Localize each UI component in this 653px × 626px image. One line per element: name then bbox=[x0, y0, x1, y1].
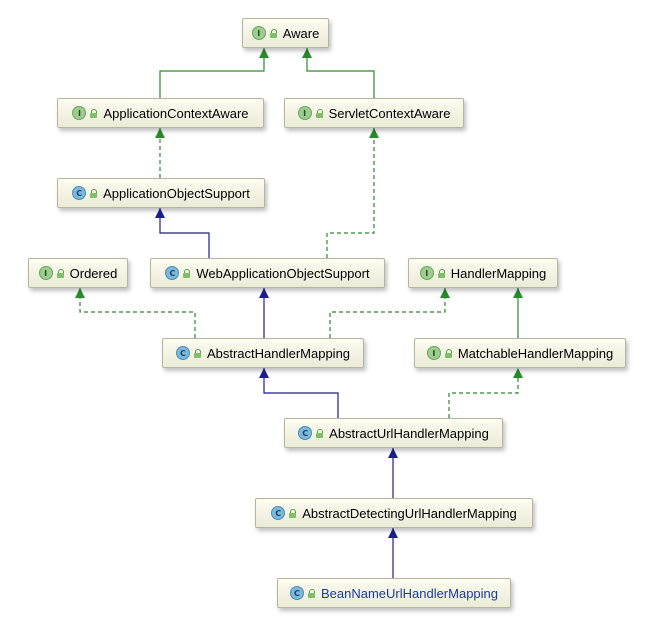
interface-icon: I bbox=[38, 266, 53, 280]
abstract-class-icon: C bbox=[175, 346, 190, 360]
edge-line bbox=[79, 288, 196, 338]
interface-icon: I bbox=[297, 106, 312, 120]
lock-icon bbox=[437, 268, 446, 278]
arrowhead bbox=[75, 288, 85, 298]
edge-line bbox=[159, 208, 210, 258]
lock-icon bbox=[444, 348, 453, 358]
node-label: Ordered bbox=[69, 265, 118, 281]
node-label: AbstractUrlHandlerMapping bbox=[329, 425, 489, 441]
node-label: ApplicationObjectSupport bbox=[103, 185, 250, 201]
node-application-context-aware[interactable]: I ApplicationContextAware bbox=[57, 98, 264, 128]
arrowhead bbox=[302, 48, 312, 58]
lock-icon bbox=[90, 108, 98, 118]
edge-interface-extends bbox=[302, 48, 375, 98]
interface-icon: I bbox=[251, 26, 266, 40]
edge-implements bbox=[326, 128, 379, 258]
arrowhead bbox=[388, 448, 398, 458]
arrowhead bbox=[155, 208, 165, 218]
arrowhead bbox=[259, 288, 269, 298]
edge-interface-extends bbox=[513, 288, 523, 338]
edge-implements bbox=[448, 368, 523, 418]
edge-extends bbox=[259, 368, 339, 418]
edge-extends bbox=[388, 528, 398, 578]
node-matchable-handler-mapping[interactable]: I MatchableHandlerMapping bbox=[414, 338, 626, 368]
node-abstract-detecting-url-handler-mapping[interactable]: C AbstractDetectingUrlHandlerMapping bbox=[255, 498, 533, 528]
node-label: ServletContextAware bbox=[328, 105, 451, 121]
lock-icon bbox=[269, 28, 278, 38]
node-label: ApplicationContextAware bbox=[103, 105, 249, 121]
edge-line bbox=[306, 48, 375, 98]
node-bean-name-url-handler-mapping[interactable]: C BeanNameUrlHandlerMapping bbox=[277, 578, 511, 608]
abstract-class-icon: C bbox=[271, 506, 286, 520]
arrowhead bbox=[513, 368, 523, 378]
edge-line bbox=[263, 368, 339, 418]
interface-icon: I bbox=[426, 346, 441, 360]
node-aware[interactable]: I Aware bbox=[242, 18, 329, 48]
class-icon: C bbox=[289, 586, 304, 600]
edge-implements bbox=[155, 128, 165, 178]
lock-icon bbox=[289, 508, 297, 518]
node-application-object-support[interactable]: C ApplicationObjectSupport bbox=[57, 178, 265, 208]
edge-extends bbox=[259, 288, 269, 338]
node-web-application-object-support[interactable]: C WebApplicationObjectSupport bbox=[150, 258, 385, 288]
node-ordered[interactable]: I Ordered bbox=[28, 258, 128, 288]
arrowhead bbox=[259, 368, 269, 378]
interface-icon: I bbox=[72, 106, 87, 120]
lock-icon bbox=[315, 108, 324, 118]
node-label: AbstractDetectingUrlHandlerMapping bbox=[302, 505, 517, 521]
node-label: MatchableHandlerMapping bbox=[457, 345, 614, 361]
arrowhead bbox=[259, 48, 269, 58]
node-servlet-context-aware[interactable]: I ServletContextAware bbox=[284, 98, 464, 128]
lock-icon bbox=[316, 428, 324, 438]
lock-icon bbox=[193, 348, 202, 358]
arrowhead bbox=[155, 128, 165, 138]
node-handler-mapping[interactable]: I HandlerMapping bbox=[408, 258, 558, 288]
node-label: HandlerMapping bbox=[450, 265, 547, 281]
node-abstract-handler-mapping[interactable]: C AbstractHandlerMapping bbox=[162, 338, 364, 368]
arrowhead bbox=[513, 288, 523, 298]
abstract-class-icon: C bbox=[165, 266, 180, 280]
edge-implements bbox=[329, 288, 450, 338]
edge-line bbox=[448, 368, 519, 418]
node-label: BeanNameUrlHandlerMapping bbox=[320, 585, 499, 601]
node-label: WebApplicationObjectSupport bbox=[196, 265, 370, 281]
lock-icon bbox=[307, 588, 316, 598]
arrowhead bbox=[440, 288, 450, 298]
arrowhead bbox=[369, 128, 379, 138]
edge-implements bbox=[75, 288, 196, 338]
edge-interface-extends bbox=[159, 48, 269, 98]
abstract-class-icon: C bbox=[72, 186, 87, 200]
node-label: AbstractHandlerMapping bbox=[206, 345, 351, 361]
lock-icon bbox=[90, 188, 98, 198]
edge-extends bbox=[155, 208, 210, 258]
lock-icon bbox=[183, 268, 191, 278]
arrowhead bbox=[388, 528, 398, 538]
edge-line bbox=[159, 48, 265, 98]
abstract-class-icon: C bbox=[298, 426, 313, 440]
lock-icon bbox=[56, 268, 65, 278]
edge-extends bbox=[388, 448, 398, 498]
node-abstract-url-handler-mapping[interactable]: C AbstractUrlHandlerMapping bbox=[284, 418, 503, 448]
interface-icon: I bbox=[419, 266, 434, 280]
edge-line bbox=[329, 288, 446, 338]
edge-line bbox=[326, 128, 375, 258]
node-label: Aware bbox=[282, 25, 320, 41]
